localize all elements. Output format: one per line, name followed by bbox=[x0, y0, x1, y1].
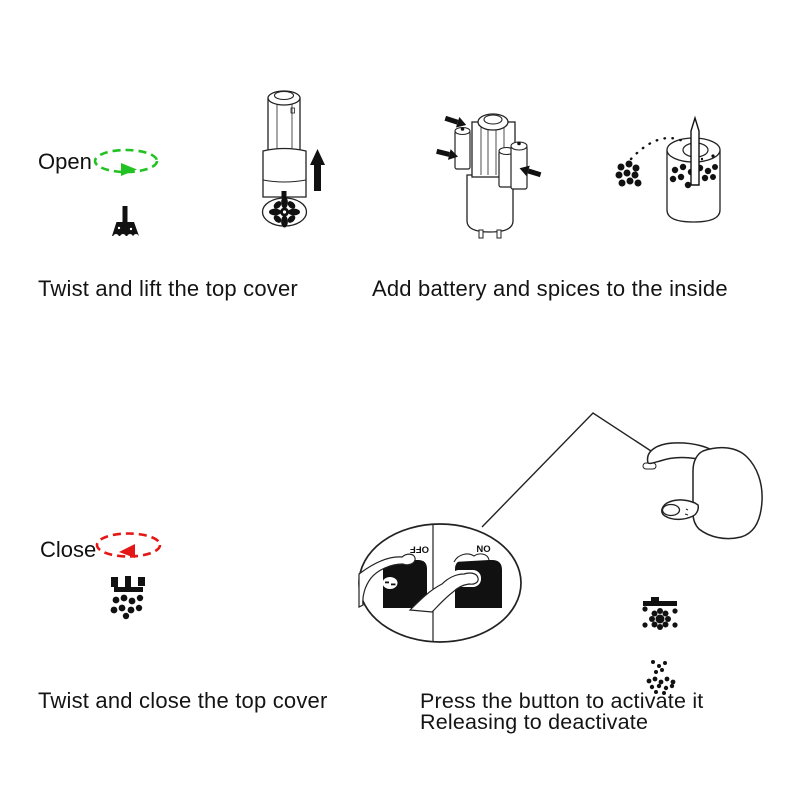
open-label: Open bbox=[38, 149, 92, 174]
grinder-exploded-illustration bbox=[261, 90, 325, 254]
spindle bbox=[690, 115, 700, 186]
hand-on bbox=[408, 572, 479, 613]
battery-insert-illustration bbox=[436, 113, 542, 239]
step1-caption: Twist and lift the top cover bbox=[38, 276, 298, 301]
button-off-shape bbox=[383, 560, 427, 608]
insert-arrow-icons bbox=[436, 115, 542, 178]
ground-pepper-falling bbox=[646, 660, 676, 695]
close-label: Close bbox=[40, 537, 97, 562]
grinder-closing-illustration bbox=[95, 446, 162, 642]
step4-caption-line1: Press the button to activate it bbox=[420, 689, 704, 713]
hand-pressing bbox=[646, 442, 763, 540]
step4-caption-line2: Releasing to deactivate bbox=[420, 710, 649, 734]
pressed-button bbox=[661, 503, 681, 517]
grinder-burr-mechanism bbox=[112, 206, 139, 240]
lift-arrow-icon bbox=[310, 149, 325, 191]
on-off-inset-illustration: OFF ON bbox=[358, 523, 522, 643]
step4-caption: Press the button to activate it Releasin… bbox=[420, 689, 704, 734]
step2-caption: Add battery and spices to the inside bbox=[372, 276, 728, 301]
battery-cell-right-1 bbox=[498, 146, 515, 188]
step3-caption: Twist and close the top cover bbox=[38, 688, 328, 713]
off-label: OFF bbox=[410, 544, 429, 555]
spice-fill-illustration bbox=[615, 115, 721, 223]
pour-trajectory-icon bbox=[629, 136, 687, 161]
grinder-closed-illustration bbox=[93, 76, 159, 264]
on-label: ON bbox=[476, 543, 490, 554]
grinder-window-burr bbox=[642, 597, 678, 630]
grinder-window-contents bbox=[110, 576, 145, 620]
press-button-illustration bbox=[637, 442, 763, 695]
rotate-close-icon bbox=[95, 532, 162, 558]
battery-cell-left bbox=[454, 126, 471, 170]
peppercorns-pour-cluster bbox=[615, 160, 642, 187]
rotate-open-icon bbox=[93, 148, 159, 176]
hand-off bbox=[358, 553, 416, 608]
